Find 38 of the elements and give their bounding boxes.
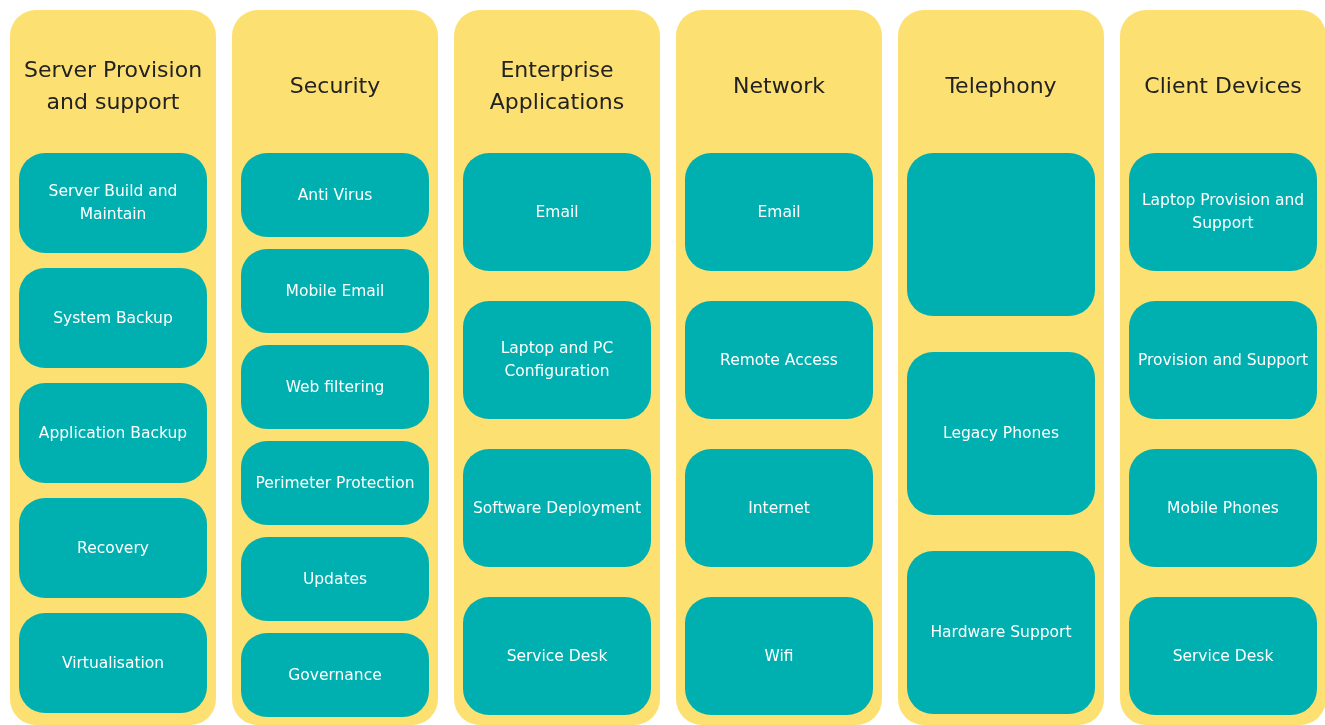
service-box: Provision and Support	[1129, 301, 1317, 419]
service-box: Updates	[241, 537, 429, 621]
column-panel	[676, 10, 882, 725]
column-panel	[454, 10, 660, 725]
service-box: Hardware Support	[907, 551, 1095, 714]
service-box: Wifi	[685, 597, 873, 715]
service-box: Service Desk	[463, 597, 651, 715]
column-heading: Telephony	[944, 72, 1058, 100]
service-box: Perimeter Protection	[241, 441, 429, 525]
service-box: Application Backup	[19, 383, 207, 483]
service-box: Server Build and Maintain	[19, 153, 207, 253]
service-box: Mobile Email	[241, 249, 429, 333]
service-box: Service Desk	[1129, 597, 1317, 715]
service-box: Internet	[685, 449, 873, 567]
column-panel	[898, 10, 1104, 725]
service-box: Software Deployment	[463, 449, 651, 567]
service-box: Legacy Phones	[907, 352, 1095, 515]
column-heading: Network	[732, 72, 826, 100]
service-box: Email	[463, 153, 651, 271]
column-panel	[232, 10, 438, 725]
service-box	[907, 153, 1095, 316]
service-box: Virtualisation	[19, 613, 207, 713]
column-panel	[1120, 10, 1325, 725]
service-box: Governance	[241, 633, 429, 717]
service-box: Laptop and PC Configuration	[463, 301, 651, 419]
column-heading: Server Provision and support	[22, 56, 204, 116]
column-heading: Client Devices	[1143, 72, 1303, 100]
service-box: Anti Virus	[241, 153, 429, 237]
service-box: Remote Access	[685, 301, 873, 419]
column-heading: Security	[288, 72, 382, 100]
service-box: Mobile Phones	[1129, 449, 1317, 567]
service-box: System Backup	[19, 268, 207, 368]
column-heading: Enterprise Applications	[488, 56, 626, 116]
column-panel	[10, 10, 216, 725]
service-box: Email	[685, 153, 873, 271]
service-box: Laptop Provision and Support	[1129, 153, 1317, 271]
service-box: Web filtering	[241, 345, 429, 429]
service-box: Recovery	[19, 498, 207, 598]
